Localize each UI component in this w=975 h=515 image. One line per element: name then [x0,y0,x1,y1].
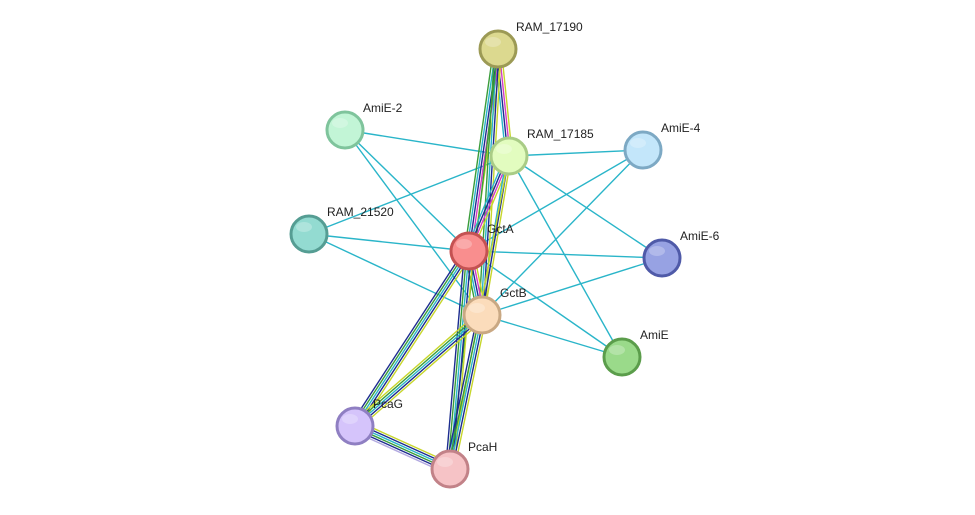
edge-AmiE-2-GctB [344,129,483,316]
node-circle[interactable] [289,214,329,254]
edge-line [344,129,483,316]
edge-line [355,316,484,429]
edge-line [353,312,482,425]
edge-AmiE-2-GctA [344,129,470,252]
edge-GctA-PcaG [350,248,474,429]
node-label: PcaH [468,440,497,454]
edge-line [481,257,663,316]
edge-line [478,48,496,315]
edge-AmiE-RAM_17185 [508,155,623,358]
edge-line [447,314,481,469]
edge-line [449,314,483,470]
edge-line [358,253,474,429]
edge-layer [308,48,663,475]
node-circle[interactable] [623,130,663,170]
node-circle[interactable] [430,449,470,489]
node-highlight [649,246,665,256]
edge-line [445,313,479,469]
node-RAM_17190[interactable]: RAM_17190 [478,20,583,69]
edge-line [344,129,470,252]
edge-AmiE-6-RAM_17185 [508,155,663,259]
edge-line [483,156,512,316]
edge-line [350,248,466,424]
node-highlight [630,138,646,148]
node-AmiE[interactable]: AmiE [602,328,669,377]
node-RAM_21520[interactable]: RAM_21520 [289,205,394,254]
edge-line [308,233,470,252]
edge-line [480,48,498,315]
node-label: PcaG [373,397,403,411]
node-highlight [342,414,358,424]
node-circle[interactable] [642,238,682,278]
edge-AmiE-6-GctA [468,250,663,259]
edge-line [468,250,663,259]
node-circle[interactable] [335,406,375,446]
node-highlight [609,345,625,355]
node-highlight [456,239,472,249]
edge-line [352,249,468,426]
node-label: RAM_21520 [327,205,394,219]
node-circle[interactable] [489,136,529,176]
edge-line [451,315,485,470]
node-GctA[interactable]: GctA [449,222,514,271]
edge-AmiE-4-GctB [481,149,644,316]
node-label: AmiE-2 [363,101,403,115]
node-AmiE-6[interactable]: AmiE-6 [642,229,720,278]
node-circle[interactable] [462,295,502,335]
node-label: AmiE [640,328,669,342]
node-label: GctB [500,286,527,300]
edge-RAM_21520-GctB [308,233,483,316]
edge-line [447,250,468,469]
node-AmiE-2[interactable]: AmiE-2 [325,101,403,150]
node-PcaH[interactable]: PcaH [430,440,497,489]
edge-line [481,314,623,358]
node-GctB[interactable]: GctB [462,286,527,335]
node-PcaG[interactable]: PcaG [335,397,403,446]
edge-line [463,48,495,251]
node-label: RAM_17190 [516,20,583,34]
node-highlight [296,222,312,232]
edge-AmiE-GctA [468,250,623,358]
edge-AmiE-GctB [481,314,623,358]
edge-line [508,149,644,157]
edge-line [357,317,486,430]
node-highlight [485,37,501,47]
node-highlight [469,303,485,313]
edge-line [482,49,500,316]
edge-line [508,155,623,358]
node-circle[interactable] [449,231,489,271]
edge-line [354,250,470,427]
edge-line [508,155,663,259]
edge-RAM_21520-GctA [308,233,470,252]
edge-line [481,149,644,316]
node-label: AmiE-6 [680,229,720,243]
edge-line [308,233,483,316]
edge-AmiE-6-GctB [481,257,663,316]
edge-line [468,250,623,358]
edge-GctB-PcaG [351,311,486,430]
edge-line [351,311,480,424]
edge-AmiE-4-RAM_17185 [508,149,644,157]
node-highlight [496,144,512,154]
node-highlight [437,457,453,467]
edge-line [354,314,483,427]
node-AmiE-4[interactable]: AmiE-4 [623,121,701,170]
node-highlight [332,118,348,128]
node-label: RAM_17185 [527,127,594,141]
edge-line [466,48,497,251]
node-circle[interactable] [478,29,518,69]
edge-line [453,315,487,471]
edge-line [356,251,472,428]
node-circle[interactable] [602,337,642,377]
edge-line [444,250,466,469]
node-label: AmiE-4 [661,121,701,135]
node-RAM_17185[interactable]: RAM_17185 [489,127,594,176]
node-label: GctA [487,222,514,236]
edge-GctB-PcaH [445,313,487,471]
node-circle[interactable] [325,110,365,150]
